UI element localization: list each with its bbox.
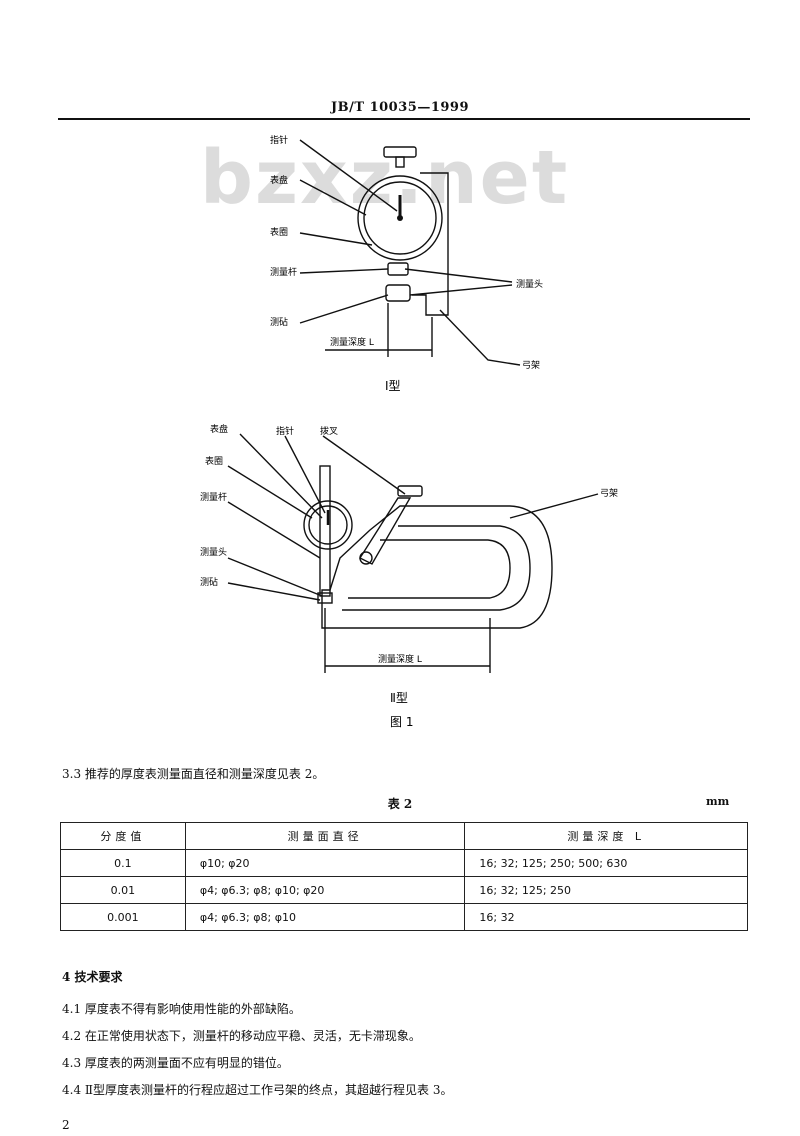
label-dial: 表盘 bbox=[270, 174, 288, 186]
cell-depth: 16; 32 bbox=[464, 903, 748, 931]
standard-header: JB/T 10035—1999 bbox=[331, 100, 469, 115]
header-depth: 测量深度 L bbox=[464, 822, 748, 850]
bezel-outer bbox=[303, 500, 353, 550]
label-rod: 测量杆 bbox=[200, 491, 227, 503]
cell-diameter: φ4; φ6.3; φ8; φ10; φ20 bbox=[184, 876, 466, 904]
dial-face bbox=[308, 505, 348, 545]
label-bezel: 表圈 bbox=[205, 455, 223, 467]
item-4-3: 4.3 厚度表的两测量面不应有明显的错位。 bbox=[62, 1056, 289, 1070]
label-lever: 拨叉 bbox=[320, 425, 338, 437]
label-heads: 测量头 bbox=[516, 279, 543, 290]
label-frame: 弓架 bbox=[600, 488, 618, 499]
lever-button bbox=[397, 485, 423, 497]
lower-anvil bbox=[385, 284, 411, 302]
c-frame-outer bbox=[321, 505, 553, 629]
label-depth: 测量深度 L bbox=[378, 653, 422, 665]
cell-division: 0.1 bbox=[60, 849, 186, 877]
table-header-row: 分度值 测量面直径 测量深度 L bbox=[60, 822, 748, 850]
item-4-2: 4.2 在正常使用状态下，测量杆的移动应平稳、灵活，无卡滞现象。 bbox=[62, 1029, 421, 1043]
header-division: 分度值 bbox=[60, 822, 186, 850]
label-depth: 测量深度 L bbox=[330, 336, 374, 348]
lever bbox=[358, 497, 412, 565]
figure-caption: 图 1 bbox=[390, 715, 413, 729]
cell-diameter: φ10; φ20 bbox=[184, 849, 466, 877]
knob bbox=[383, 146, 417, 158]
item-4-1: 4.1 厚度表不得有影响使用性能的外部缺陷。 bbox=[62, 1002, 301, 1016]
label-anvil: 测砧 bbox=[270, 316, 288, 328]
knob-stem bbox=[395, 156, 405, 168]
label-anvil: 测砧 bbox=[200, 576, 218, 588]
cell-diameter: φ4; φ6.3; φ8; φ10 bbox=[184, 903, 466, 931]
dial-face bbox=[363, 181, 437, 255]
figure-type1: 指针 表盘 表圈 测量杆 测砧 测量头 弓架 测量深度 L Ⅰ型 bbox=[270, 134, 543, 393]
label-bezel: 表圈 bbox=[270, 226, 288, 238]
header-rule bbox=[58, 118, 750, 120]
section-3-3: 3.3 推荐的厚度表测量面直径和测量深度见表 2。 bbox=[62, 767, 325, 781]
page-number: 2 bbox=[62, 1118, 70, 1132]
label-pointer: 指针 bbox=[270, 134, 288, 146]
label-head: 测量头 bbox=[200, 547, 227, 558]
table-title: 表 2 bbox=[387, 797, 413, 811]
item-4-4: 4.4 Ⅱ型厚度表测量杆的行程应超过工作弓架的终点，其超越行程见表 3。 bbox=[62, 1083, 453, 1097]
cell-depth: 16; 32; 125; 250 bbox=[464, 876, 748, 904]
cell-division: 0.001 bbox=[60, 903, 186, 931]
measuring-rod bbox=[319, 465, 331, 597]
table-unit: mm bbox=[706, 795, 730, 808]
label-rod: 测量杆 bbox=[270, 266, 297, 278]
caption-type2: Ⅱ型 bbox=[390, 691, 408, 705]
label-pointer: 指针 bbox=[276, 425, 294, 437]
table-row: 0.1 φ10; φ20 16; 32; 125; 250; 500; 630 bbox=[60, 849, 748, 877]
label-dial: 表盘 bbox=[210, 423, 228, 435]
c-frame-inner bbox=[342, 525, 531, 611]
figure-type2: 表盘 指针 拨叉 表圈 测量杆 测量头 测砧 弓架 测量深度 L Ⅱ型 图 1 bbox=[200, 423, 618, 729]
caption-type1: Ⅰ型 bbox=[385, 379, 401, 393]
bezel-outer bbox=[357, 175, 443, 261]
frame-outline bbox=[412, 172, 449, 316]
cell-depth: 16; 32; 125; 250; 500; 630 bbox=[464, 849, 748, 877]
table-row: 0.01 φ4; φ6.3; φ8; φ10; φ20 16; 32; 125;… bbox=[60, 876, 748, 904]
header-diameter: 测量面直径 bbox=[184, 822, 466, 850]
section-4-heading: 4 技术要求 bbox=[62, 970, 123, 984]
table-2: 分度值 测量面直径 测量深度 L 0.1 φ10; φ20 16; 32; 12… bbox=[60, 822, 748, 931]
table-row: 0.001 φ4; φ6.3; φ8; φ10 16; 32 bbox=[60, 903, 748, 931]
cell-division: 0.01 bbox=[60, 876, 186, 904]
label-frame: 弓架 bbox=[522, 360, 540, 371]
